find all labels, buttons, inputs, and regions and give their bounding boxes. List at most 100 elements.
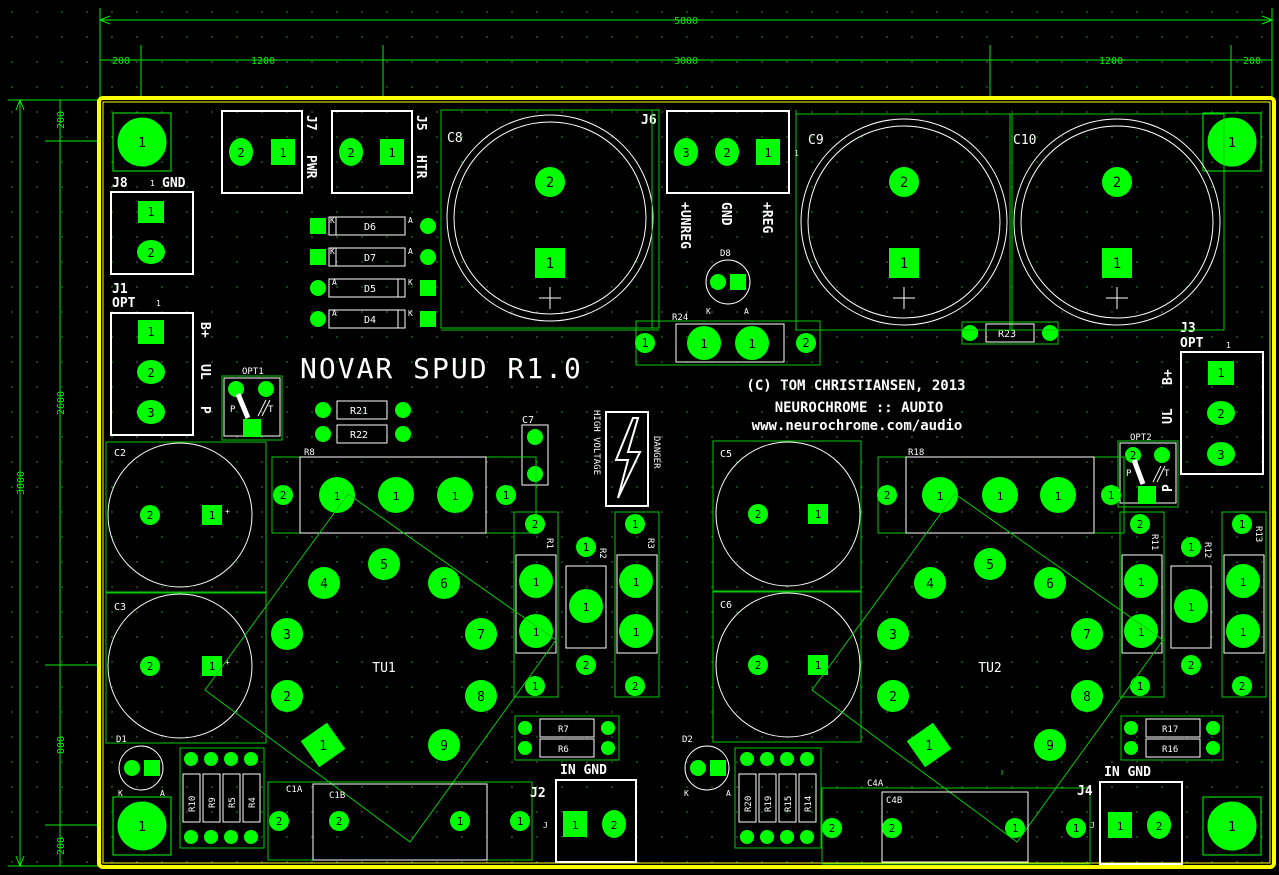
- tu1-pin4: 4: [320, 577, 328, 592]
- r3-pad1-b: 1: [633, 576, 640, 589]
- tu2-socket: [811, 493, 1164, 843]
- high-voltage-icon: [605, 411, 649, 507]
- j3-connector: [1180, 351, 1264, 475]
- tu2-pin9: 9: [1046, 739, 1054, 754]
- dim-left-seg-4: 200: [56, 837, 67, 855]
- tu1-pin9: 9: [440, 739, 448, 754]
- mh2-pin: 1: [1228, 136, 1236, 151]
- r18-pad1-b: 1: [997, 490, 1004, 503]
- d6-ref: D6: [364, 222, 376, 233]
- r24-ref: R24: [672, 313, 688, 323]
- tu2-pin5: 5: [986, 558, 994, 573]
- dim-top-seg-2: 1200: [251, 56, 275, 67]
- r12-pad1-a: 1: [1188, 541, 1195, 554]
- dim-top-total: 5800: [674, 16, 698, 27]
- c4a-ref: C4A: [867, 779, 884, 789]
- r1-pad1-c: 1: [532, 680, 539, 693]
- j1-opt: OPT: [112, 296, 136, 311]
- d1-ref: D1: [116, 735, 127, 745]
- opt1-ref: OPT1: [242, 367, 264, 377]
- opt2-jumper: [1117, 440, 1179, 508]
- d8-led: [705, 259, 751, 305]
- mh4-pin: 1: [1228, 820, 1236, 835]
- r11-pad2: 2: [1137, 518, 1144, 531]
- j4-pad1: 1: [1117, 820, 1124, 833]
- diode-row-d4: [310, 309, 436, 329]
- r13-ref: R13: [1253, 526, 1263, 542]
- r24-resistor: [635, 320, 821, 366]
- j5-ref: J5: [413, 115, 428, 131]
- r11-ref: R11: [1149, 534, 1159, 550]
- c9-pad2: 2: [900, 175, 908, 191]
- d7-a: A: [408, 247, 413, 256]
- tu2-pin1: 1: [925, 739, 933, 754]
- j2-label: IN GND: [560, 763, 607, 778]
- diode-row-d7: [310, 247, 436, 267]
- c6-capacitor: [712, 591, 862, 743]
- dim-top-seg-4: 1200: [1099, 56, 1123, 67]
- c3-ref: C3: [114, 602, 126, 613]
- r24-pad-d: 2: [802, 336, 809, 350]
- r20-r19-r15-r14-bank: [734, 747, 822, 849]
- d6-a: A: [408, 216, 413, 225]
- j2-connector: [555, 779, 637, 863]
- j7-label: PWR: [303, 155, 318, 179]
- r6-ref: R6: [558, 745, 569, 755]
- r8-pad1-right: 1: [503, 489, 510, 502]
- dim-left-seg-1: 200: [56, 111, 67, 129]
- j1-pad2: 2: [147, 366, 154, 380]
- c7-capacitor: [521, 424, 549, 486]
- j2-ref: J2: [530, 786, 546, 801]
- j3-opt: OPT: [1180, 336, 1204, 351]
- r1-pad2: 2: [532, 518, 539, 531]
- r9-ref: R9: [208, 797, 218, 808]
- r3-ref: R3: [645, 538, 655, 549]
- j6-label-gnd: GND: [718, 202, 733, 226]
- c4-pad1-a: 1: [1012, 822, 1019, 835]
- j3-pad3: 3: [1217, 448, 1224, 462]
- r8-pad2-left: 2: [280, 489, 287, 502]
- j5-pad1: 1: [388, 146, 395, 160]
- r2-pad1-a: 1: [583, 541, 590, 554]
- r24-pad-c: 1: [748, 337, 755, 351]
- r3-pad1-c: 1: [633, 626, 640, 639]
- j5-pad2: 2: [347, 146, 354, 160]
- j7-ref: J7: [303, 115, 318, 131]
- d5-a: A: [332, 278, 337, 287]
- brand-text: NEUROCHROME :: AUDIO: [775, 400, 944, 416]
- r8-pad1-a: 1: [334, 490, 341, 503]
- d4-k: K: [408, 309, 413, 318]
- opt1-jumper: [221, 375, 283, 441]
- d2-k: K: [684, 789, 689, 798]
- d2-ref: D2: [682, 735, 693, 745]
- j3-ref: J3: [1180, 321, 1196, 336]
- d7-ref: D7: [364, 253, 376, 264]
- r15-ref: R15: [784, 796, 794, 812]
- r21-ref: R21: [350, 406, 368, 417]
- dimension-top: [98, 8, 1274, 100]
- r12-pad2: 2: [1188, 659, 1195, 672]
- c2-pad2: 2: [147, 509, 154, 522]
- c1-capacitor: [267, 781, 533, 861]
- r4-ref: R4: [248, 797, 258, 808]
- j2-pad2: 2: [611, 819, 618, 832]
- c4-pad2-a: 2: [829, 822, 836, 835]
- r18-pad1-right: 1: [1108, 489, 1115, 502]
- r24-pad-b: 1: [700, 337, 707, 351]
- r13-pad1-a: 1: [1239, 518, 1246, 531]
- c10-pad1: 1: [1113, 256, 1121, 272]
- r1-ref: R1: [544, 538, 554, 549]
- d5-ref: D5: [364, 284, 376, 295]
- c5-ref: C5: [720, 449, 732, 460]
- opt2-pad2: 2: [1130, 449, 1137, 462]
- c5-pad2: 2: [755, 508, 762, 521]
- r2-ref: R2: [597, 548, 607, 559]
- j4-pad2: 2: [1156, 820, 1163, 833]
- j4-connector: [1099, 781, 1183, 865]
- r11-pad1-c: 1: [1137, 680, 1144, 693]
- j8-pin1-mark: 1: [150, 179, 155, 188]
- j3-label-ul: UL: [1161, 408, 1176, 424]
- c3-plus: +: [225, 658, 230, 667]
